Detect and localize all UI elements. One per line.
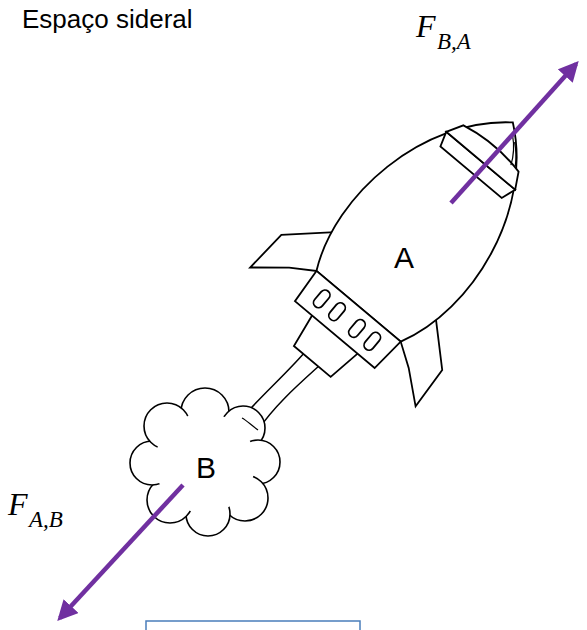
force-arrow	[451, 64, 576, 203]
force-symbol: F	[416, 10, 436, 42]
exhaust-cloud	[130, 388, 280, 536]
force-subscript: A,B	[29, 508, 63, 531]
rocket-a: A	[392, 241, 416, 275]
force-arrow	[60, 485, 183, 618]
exhaust-gas-b: B	[194, 451, 218, 485]
body-label: B	[194, 451, 218, 485]
force-symbol: F	[8, 488, 28, 520]
body-label: A	[392, 241, 416, 275]
space-label: Espaço sideral	[22, 6, 193, 32]
rocket-body	[230, 53, 587, 431]
force-subscript: B,A	[437, 30, 471, 53]
empty-box	[146, 621, 360, 630]
